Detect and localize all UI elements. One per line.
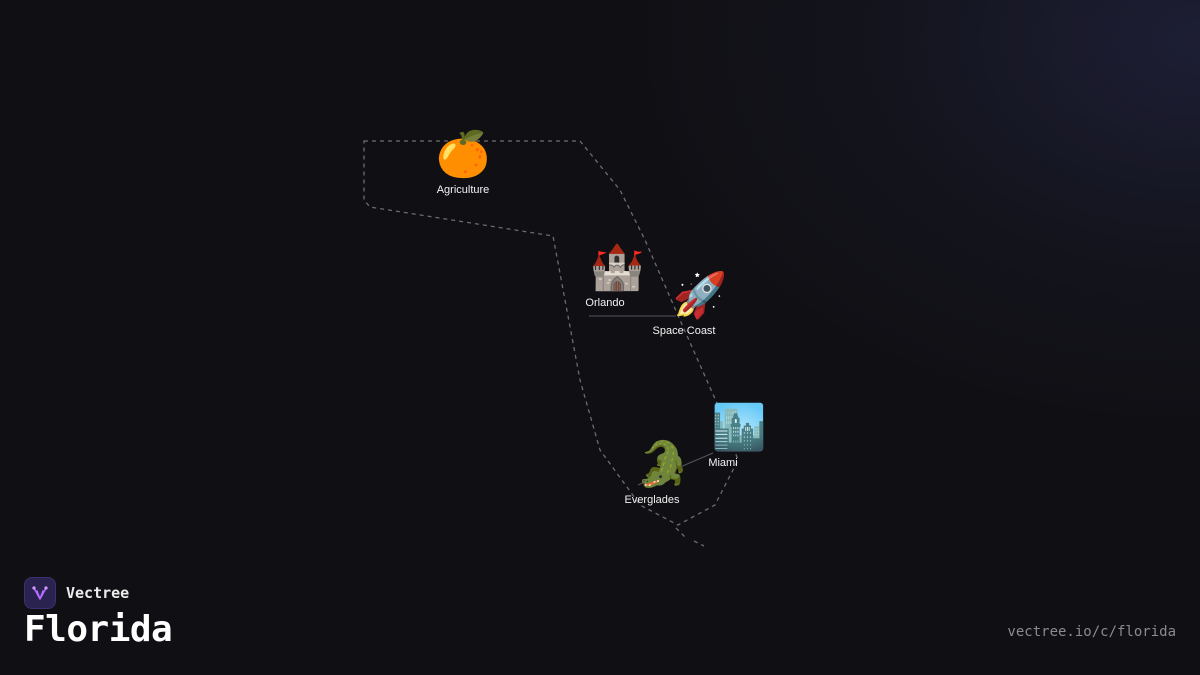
tree-branch-icon <box>32 586 48 600</box>
poi-miami[interactable]: 🏙️ Miami <box>708 403 767 469</box>
florida-outline <box>363 140 739 526</box>
brand-name: Vectree <box>66 584 130 602</box>
page-title: Florida <box>24 609 173 650</box>
florida-keys <box>675 527 705 547</box>
poi-everglades[interactable]: 🐊 Everglades <box>624 440 691 506</box>
page-url[interactable]: vectree.io/c/florida <box>1007 624 1176 640</box>
miami-everglades-connector <box>637 452 714 486</box>
orange-icon: 🍊 <box>435 130 491 179</box>
poi-orlando[interactable]: 🏰 Orlando <box>585 243 645 309</box>
poi-agriculture[interactable]: 🍊 Agriculture <box>436 130 491 196</box>
vectree-logo-icon <box>24 577 56 609</box>
castle-icon: 🏰 <box>589 243 645 292</box>
poi-label: Orlando <box>585 297 625 309</box>
rocket-icon: 🚀 <box>672 271 728 320</box>
poi-label: Everglades <box>624 494 680 506</box>
poi-space-coast[interactable]: 🚀 Space Coast <box>653 271 728 337</box>
brand[interactable]: Vectree <box>24 577 129 609</box>
crocodile-icon: 🐊 <box>635 440 691 489</box>
poi-label: Space Coast <box>652 325 716 337</box>
poi-label: Miami <box>708 457 738 469</box>
cityscape-icon: 🏙️ <box>711 403 767 452</box>
poi-label: Agriculture <box>436 184 490 196</box>
